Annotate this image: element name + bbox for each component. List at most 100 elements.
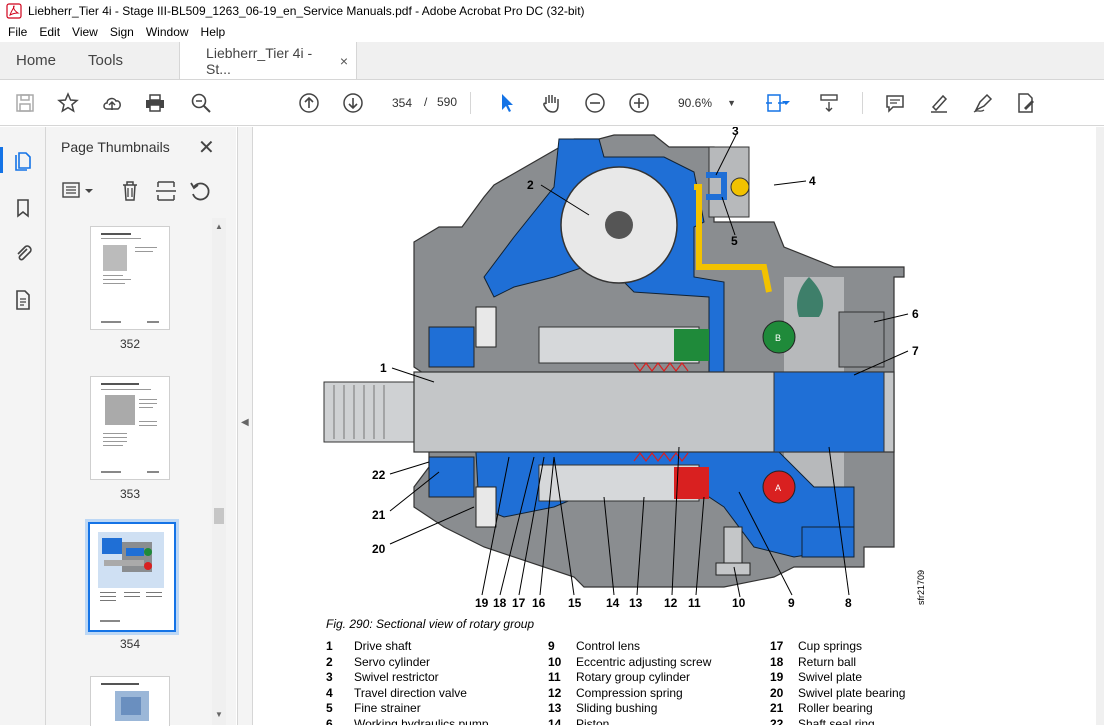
page-thumbnail-selected[interactable] <box>85 519 179 635</box>
callout-17: 17 <box>512 596 526 610</box>
toolbar-divider <box>862 92 863 114</box>
document-view[interactable]: B A <box>254 127 1096 725</box>
callout-12: 12 <box>664 596 678 610</box>
panel-title: Page Thumbnails <box>61 139 170 155</box>
bookmarks-icon[interactable] <box>12 197 34 219</box>
rotate-icon[interactable] <box>188 179 212 203</box>
tab-close-icon[interactable]: × <box>339 52 349 69</box>
thumbnail-scrollbar[interactable]: ▲ ▼ <box>212 218 226 725</box>
acrobat-app-icon <box>6 3 22 19</box>
collapse-arrow-icon[interactable]: ◀ <box>241 417 249 428</box>
window-title: Liebherr_Tier 4i - Stage III-BL509_1263_… <box>28 4 585 18</box>
highlight-pen-icon[interactable] <box>926 90 952 116</box>
green-pressure-chamber <box>674 329 709 361</box>
servo-piston <box>605 211 633 239</box>
select-cursor-icon[interactable] <box>494 90 520 116</box>
callout-13: 13 <box>629 596 643 610</box>
zoom-level-select[interactable]: 90.6% ▼ <box>670 91 742 115</box>
page-thumbnail-content <box>101 683 149 721</box>
figure-side-code: sfr21709 <box>916 570 926 605</box>
page-thumbnail-label: 353 <box>119 487 141 501</box>
delete-icon[interactable] <box>118 179 142 203</box>
page-thumbnail[interactable] <box>90 376 170 480</box>
callout-19: 19 <box>475 596 489 610</box>
callout-5: 5 <box>731 234 738 248</box>
tab-document-label: Liebherr_Tier 4i - St... <box>206 44 313 77</box>
previous-page-icon[interactable] <box>296 90 322 116</box>
page-content-icon[interactable] <box>12 289 34 311</box>
callout-4: 4 <box>809 174 816 188</box>
extract-pages-icon[interactable] <box>154 179 178 203</box>
callout-2: 2 <box>527 178 534 192</box>
callout-8: 8 <box>845 596 852 610</box>
callout-10: 10 <box>732 596 746 610</box>
save-icon[interactable] <box>12 90 38 116</box>
tab-home[interactable]: Home <box>16 52 57 69</box>
edit-pdf-icon[interactable] <box>1013 90 1039 116</box>
page-thumbnail-label: 354 <box>119 637 141 651</box>
callout-6: 6 <box>912 307 919 321</box>
callout-leaders <box>389 134 909 598</box>
page-number-input[interactable]: 354 <box>384 91 420 115</box>
callout-9: 9 <box>788 596 795 610</box>
thumbnail-tools <box>60 179 220 203</box>
spline-lines <box>333 385 385 439</box>
search-zoom-icon[interactable] <box>188 90 214 116</box>
control-line-yellow <box>694 184 772 293</box>
menu-view[interactable]: View <box>72 25 98 39</box>
port-s <box>801 526 855 558</box>
chevron-down-icon[interactable] <box>780 90 792 116</box>
scrollbar-thumb[interactable] <box>214 508 224 524</box>
menu-help[interactable]: Help <box>200 25 226 39</box>
print-icon[interactable] <box>142 90 168 116</box>
callout-15: 15 <box>568 596 582 610</box>
page-thumbnails-icon[interactable] <box>12 149 34 171</box>
fill-sign-icon[interactable] <box>970 90 996 116</box>
close-icon[interactable]: ✕ <box>198 137 215 159</box>
menu-sign[interactable]: Sign <box>109 25 134 39</box>
menu-file[interactable]: File <box>8 25 28 39</box>
zoom-in-icon[interactable] <box>626 90 652 116</box>
next-page-icon[interactable] <box>340 90 366 116</box>
comment-icon[interactable] <box>882 90 908 116</box>
callout-11: 11 <box>688 596 701 610</box>
panel-collapse-strip[interactable]: ◀ <box>237 127 253 725</box>
attachments-icon[interactable] <box>12 242 34 264</box>
sectional-view-figure: B A <box>323 127 926 610</box>
menu-window[interactable]: Window <box>145 25 189 39</box>
page-thumbnail[interactable] <box>90 676 170 726</box>
page-fit-icon[interactable] <box>762 90 788 116</box>
restrictor-line <box>706 172 727 200</box>
scroll-down-icon[interactable]: ▼ <box>215 710 223 719</box>
tab-tools[interactable]: Tools <box>88 52 124 69</box>
zoom-out-icon[interactable] <box>582 90 608 116</box>
tab-bar: Home Tools Liebherr_Tier 4i - St... × <box>0 42 1104 80</box>
scroll-up-icon[interactable]: ▲ <box>215 222 223 231</box>
active-indicator <box>0 147 3 173</box>
tab-document[interactable]: Liebherr_Tier 4i - St... × <box>179 42 358 79</box>
page-thumbnail[interactable] <box>90 226 170 330</box>
eccentric-screw-head <box>715 562 751 576</box>
menu-edit[interactable]: Edit <box>39 25 61 39</box>
callout-7: 7 <box>912 344 919 358</box>
menu-bar: File Edit View Sign Window Help <box>0 22 1104 42</box>
bookmark-star-icon[interactable] <box>55 90 81 116</box>
hand-tool-icon[interactable] <box>538 90 564 116</box>
document-scrollbar[interactable] <box>1096 127 1104 725</box>
zoom-level-value: 90.6% <box>678 96 713 110</box>
swivel-plate-bearing-lower <box>475 486 497 528</box>
options-menu-icon[interactable] <box>60 179 96 203</box>
scrolling-mode-icon[interactable] <box>816 90 842 116</box>
upload-cloud-icon[interactable] <box>99 90 125 116</box>
toolbar-divider <box>470 92 471 114</box>
eccentric-adjusting-screw <box>723 526 743 568</box>
